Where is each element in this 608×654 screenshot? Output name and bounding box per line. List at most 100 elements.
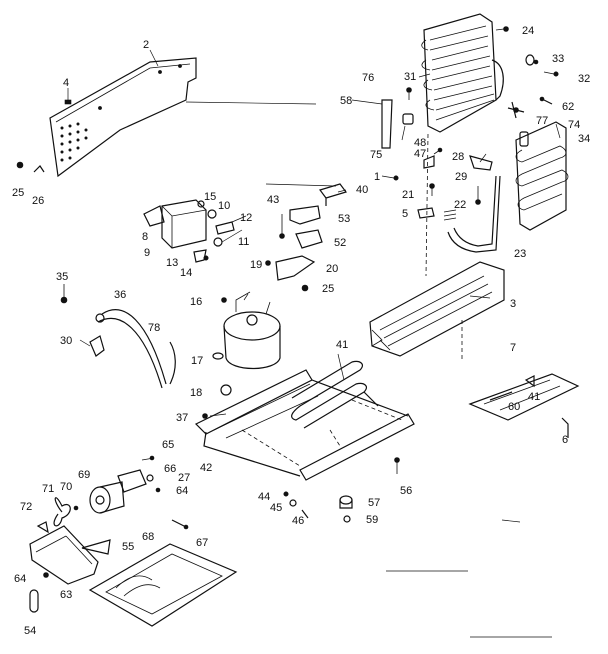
fan-shroud	[29, 525, 99, 585]
grommet-33	[525, 54, 539, 66]
callout-21: 21	[402, 189, 414, 201]
support-frame	[194, 369, 415, 481]
harness-78	[169, 341, 176, 385]
drain-pan	[468, 373, 580, 421]
condenser-coil	[421, 13, 504, 133]
callout-34: 34	[578, 133, 590, 145]
lead-line-upper	[265, 183, 337, 187]
fan-motor	[89, 481, 125, 514]
clip-72	[36, 521, 49, 534]
screw-32	[543, 71, 559, 77]
callout-20: 20	[326, 263, 338, 275]
callout-37: 37	[176, 412, 188, 424]
defrost-heater	[291, 360, 379, 447]
callout-54: 54	[24, 625, 36, 637]
fan-blade-71	[53, 497, 71, 527]
part-75	[401, 113, 414, 141]
grommet-18	[220, 384, 232, 396]
callout-31: 31	[404, 71, 416, 83]
callout-43: 43	[267, 194, 279, 206]
clip-47	[423, 155, 435, 169]
callout-42: 42	[200, 462, 212, 474]
grommet-27	[146, 474, 154, 482]
callout-28: 28	[452, 151, 464, 163]
callout-8: 8	[142, 231, 148, 243]
callout-11: 11	[238, 236, 249, 248]
clip-left	[33, 165, 45, 173]
screw-59	[343, 515, 351, 523]
screw-65	[141, 455, 155, 461]
callout-64: 64	[14, 573, 26, 585]
bracket-28	[469, 155, 493, 171]
terminal-12	[215, 221, 235, 235]
callout-25: 25	[322, 283, 334, 295]
screw-19	[265, 260, 271, 266]
callout-18: 18	[190, 387, 202, 399]
callout-6: 6	[562, 434, 568, 446]
shaft-70	[73, 505, 79, 511]
tube-23	[447, 175, 501, 253]
callout-67: 67	[196, 537, 208, 549]
callout-48: 48	[414, 137, 426, 149]
callout-33: 33	[552, 53, 564, 65]
spring-22	[443, 209, 457, 221]
callout-62: 62	[562, 101, 574, 113]
rubber-foot-54	[29, 589, 39, 613]
screw-56	[394, 457, 400, 474]
screw-21	[429, 183, 435, 196]
callout-29: 29	[455, 171, 467, 183]
callout-45: 45	[270, 502, 282, 514]
relay-assembly	[143, 199, 207, 249]
callout-13: 13	[166, 257, 178, 269]
baffle-55	[81, 539, 111, 555]
callout-12: 12	[240, 212, 252, 224]
callout-25: 25	[12, 187, 24, 199]
clamp-77	[507, 101, 525, 119]
power-cord	[95, 309, 167, 389]
callout-5: 5	[402, 208, 408, 220]
callout-76: 76	[362, 72, 374, 84]
callout-4: 4	[63, 77, 69, 89]
callout-59: 59	[366, 514, 378, 526]
callout-52: 52	[334, 237, 346, 249]
callout-65: 65	[162, 439, 174, 451]
callout-53: 53	[338, 213, 350, 225]
callout-58: 58	[340, 95, 352, 107]
bracket-74	[519, 131, 529, 147]
screw-37	[202, 413, 208, 419]
callout-7: 7	[510, 342, 516, 354]
bolt-6	[561, 417, 569, 438]
callout-1: 1	[374, 171, 380, 183]
base-tray	[369, 261, 505, 357]
callout-46: 46	[292, 515, 304, 527]
strain-relief-30	[89, 335, 105, 357]
screw-16	[221, 297, 227, 303]
callout-26: 26	[32, 195, 44, 207]
strip-58	[381, 99, 393, 149]
callout-66: 66	[164, 463, 176, 475]
tube-52	[295, 229, 323, 249]
clip-13	[193, 249, 207, 263]
callout-2: 2	[143, 39, 149, 51]
callout-numbers: 2 4 25 26 24 33 32 31 76 58 62 77 74 34 …	[12, 25, 590, 637]
callout-23: 23	[514, 248, 526, 260]
callout-9: 9	[144, 247, 150, 259]
screw-25	[301, 284, 309, 292]
screw-1	[381, 175, 399, 181]
clip-67	[171, 519, 189, 530]
cap-15	[197, 200, 205, 208]
callout-32: 32	[578, 73, 590, 85]
callout-44: 44	[258, 491, 270, 503]
callout-63: 63	[60, 589, 72, 601]
callout-55: 55	[122, 541, 134, 553]
plug-11	[213, 237, 223, 247]
screw-64b	[43, 572, 49, 578]
screw-29	[475, 186, 481, 205]
callout-70: 70	[60, 481, 72, 493]
callout-60: 60	[508, 401, 520, 413]
callout-40: 40	[356, 184, 368, 196]
bracket-40	[319, 183, 347, 206]
callout-74: 74	[568, 119, 580, 131]
bracket-20	[275, 255, 316, 281]
screw-14	[203, 255, 209, 261]
